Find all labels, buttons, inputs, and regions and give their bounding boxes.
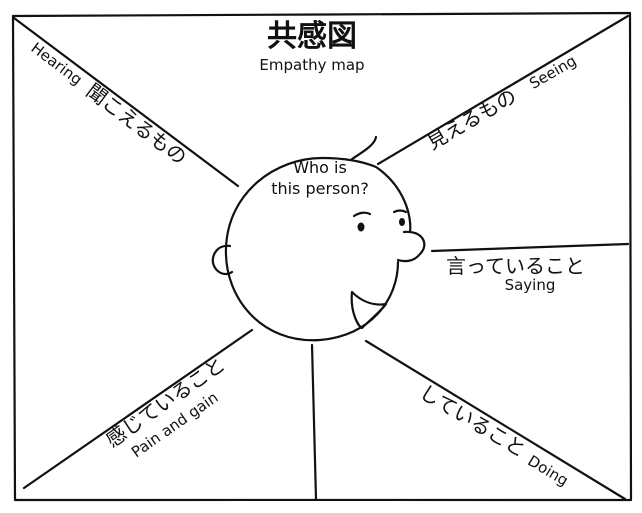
divider-doing-bottom — [364, 339, 627, 501]
person-eye-right — [399, 218, 405, 226]
saying-label-japanese: 言っていること — [446, 254, 585, 278]
person-hair-curl — [350, 135, 378, 161]
doing-label-japanese: していること — [415, 380, 530, 462]
divider-bottom-center — [310, 343, 318, 501]
divider-pain-gain — [22, 328, 254, 490]
center-question-line2: this person? — [271, 179, 369, 198]
seeing-label-english: Seeing — [526, 52, 579, 93]
divider-saying-right — [430, 242, 630, 253]
person-ear — [211, 244, 234, 276]
outer-frame — [11, 11, 633, 502]
divider-hearing-top — [12, 16, 240, 188]
section-hearing: Hearing 聞こえるもの — [28, 39, 192, 170]
hearing-label-english: Hearing — [28, 39, 86, 89]
person-nose — [396, 230, 426, 263]
section-doing: していること Doing — [415, 380, 572, 490]
section-seeing: 見えるもの Seeing — [423, 52, 580, 155]
person-eyebrow — [352, 211, 372, 218]
title-japanese: 共感図 — [267, 19, 357, 54]
hearing-label-japanese: 聞こえるもの — [82, 79, 192, 170]
person-eye — [357, 222, 365, 232]
divider-seeing-top — [376, 14, 630, 166]
title-english: Empathy map — [259, 56, 364, 74]
person-eyebrow-right — [392, 209, 408, 214]
person-mouth — [350, 290, 388, 330]
center-question-line1: Who is — [293, 158, 347, 177]
doing-label-english: Doing — [525, 452, 572, 490]
seeing-label-japanese: 見えるもの — [423, 84, 521, 154]
section-pain-gain: 感じていること Pain and gain — [101, 352, 229, 461]
saying-label-english: Saying — [505, 276, 556, 294]
